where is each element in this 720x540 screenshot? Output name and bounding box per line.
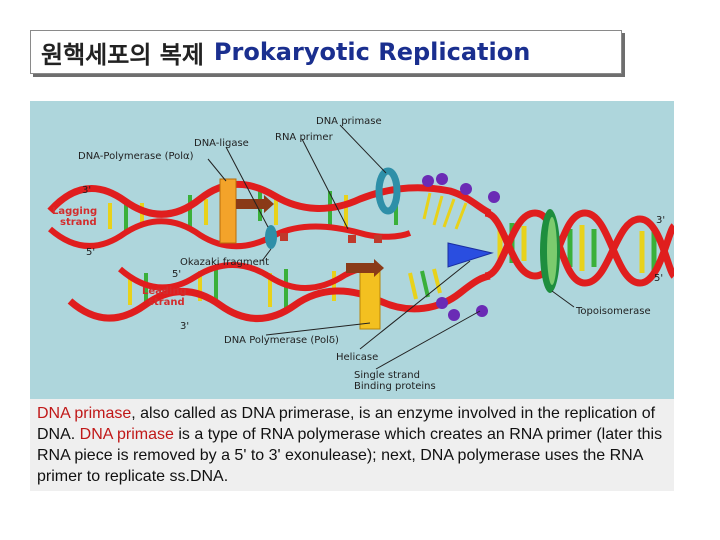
label-3prime-top: 3' [82,185,91,196]
dna-polymerase-delta [346,259,384,330]
leader-lines [207,124,575,370]
label-ssb-1: Single strand [354,370,420,381]
caption-segment-4: is a type of RNA polymerase which create… [37,426,663,485]
slide-title-english: Prokaryotic Replication [213,38,531,66]
label-okazaki-fragment: Okazaki fragment [180,257,269,268]
label-dna-polymerase-alpha: DNA-Polymerase (Polα) [78,151,194,162]
caption-highlight-1: DNA primase [37,405,132,422]
label-dna-primase: DNA primase [316,116,382,127]
label-dna-polymerase-delta: DNA Polymerase (Polδ) [224,335,339,346]
rna-primer-marks [280,233,382,243]
caption-text: DNA primase, also called as DNA primeras… [30,399,674,491]
label-5prime-right: 5' [654,273,663,284]
helix-strand-a [484,209,674,287]
dna-ligase [265,225,277,249]
label-leading-strand-1: Leading [142,286,187,297]
caption-highlight-2: DNA primase [79,426,174,443]
label-3prime-right: 3' [656,215,665,226]
caption-segment-2: , also called as DNA primerase, is an en… [37,405,656,443]
parental-helix [484,209,674,287]
dna-primase-ring [375,167,401,215]
slide-title-box: 원핵세포의 복제 Prokaryotic Replication [30,30,622,74]
ssb-proteins [422,173,500,321]
label-lagging-strand-1: Lagging [52,206,97,217]
topoisomerase [540,209,560,293]
label-rna-primer: RNA primer [275,132,334,143]
replication-fork-diagram: DNA primase DNA-ligase RNA primer DNA-Po… [30,101,674,399]
pol-delta-arrow [346,259,384,277]
label-5prime-lagging: 5' [86,247,95,258]
leading-parent-strand [67,272,491,322]
helix-strand-b [484,209,674,287]
dna-ligase-shape [265,225,277,249]
topoisomerase-inner [547,217,557,285]
slide-title-korean: 원핵세포의 복제 [41,40,204,69]
diagram-canvas: DNA primase DNA-ligase RNA primer DNA-Po… [47,116,674,392]
lagging-ssb-bases [422,192,468,230]
lagging-parent-strand [47,180,492,218]
lagging-new-strand [48,218,412,250]
helicase-shape [447,242,494,268]
label-leading-strand-2: strand [148,297,185,308]
lagging-strand-region [47,180,492,250]
leading-strand-region [67,262,491,322]
label-helicase: Helicase [336,352,378,363]
pol-alpha-block [219,178,237,244]
label-ssb-2: Binding proteins [354,381,436,392]
label-5prime-leading: 5' [172,269,181,280]
leading-new-strand [118,262,381,291]
label-topoisomerase: Topoisomerase [575,306,651,317]
label-lagging-strand-2: strand [60,217,97,228]
dna-primase [375,167,401,215]
pol-delta-block [359,264,381,330]
label-3prime-leading: 3' [180,321,189,332]
label-dna-ligase: DNA-ligase [194,138,249,149]
pol-alpha-arrow [236,195,274,213]
dna-polymerase-alpha [219,178,274,244]
